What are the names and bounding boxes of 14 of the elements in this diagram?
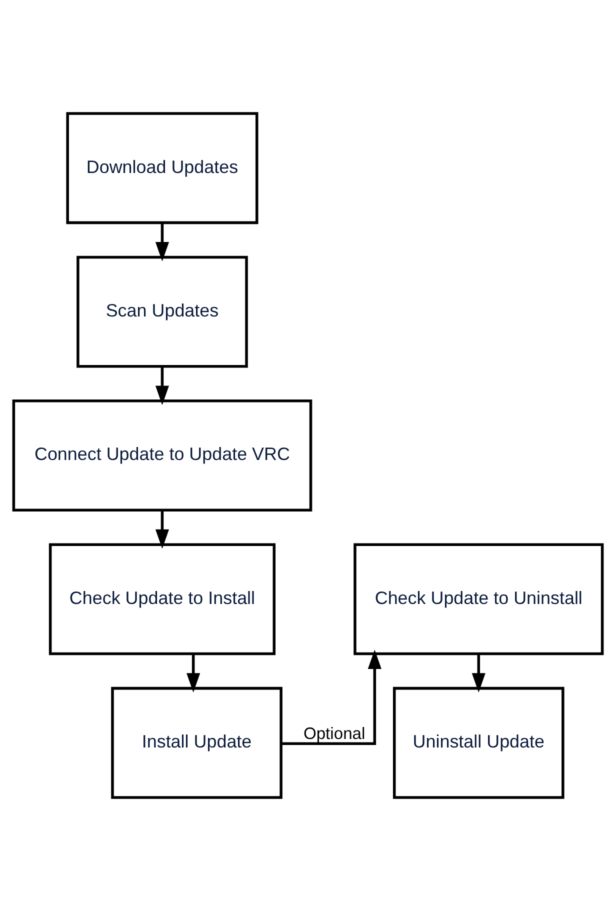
node-box: Connect Update to Update VRC bbox=[12, 400, 312, 512]
node-box: Uninstall Update bbox=[392, 686, 564, 799]
node-box: Check Update to Uninstall bbox=[354, 543, 604, 656]
arrow bbox=[155, 510, 170, 549]
arrow bbox=[155, 366, 170, 406]
arrow bbox=[186, 654, 200, 692]
arrow bbox=[282, 650, 382, 745]
edge-label: Optional bbox=[303, 724, 366, 743]
node-box: Download Updates bbox=[66, 112, 258, 224]
arrow bbox=[472, 654, 486, 692]
arrow bbox=[155, 222, 170, 262]
node-box: Scan Updates bbox=[76, 256, 248, 368]
node-box: Check Update to Install bbox=[48, 543, 276, 656]
node-box: Install Update bbox=[111, 686, 282, 799]
